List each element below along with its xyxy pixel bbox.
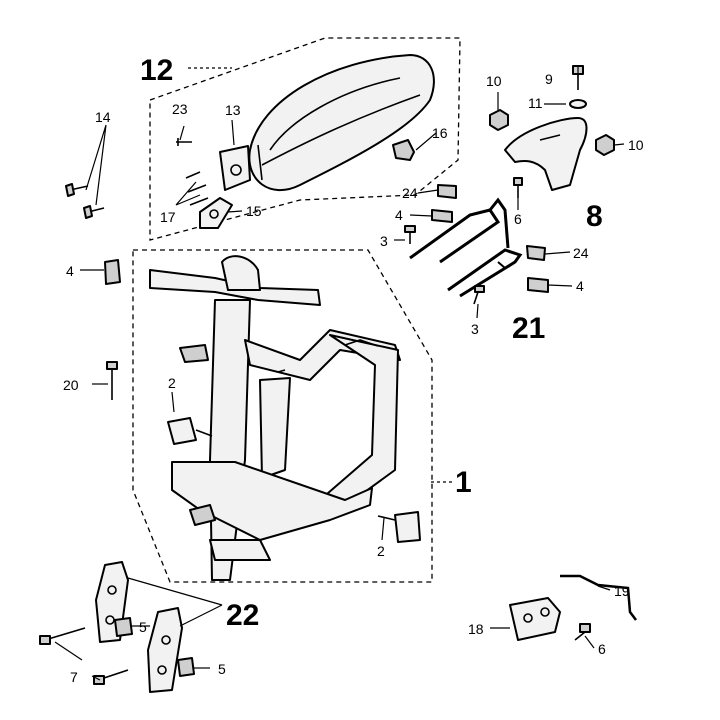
pin-20 — [106, 361, 118, 400]
callout-10-left: 10 — [486, 73, 502, 89]
callout-2-right: 2 — [377, 543, 385, 559]
bolt-6-top — [513, 177, 523, 198]
callout-5-bottom: 5 — [218, 661, 226, 677]
callout-24-top: 24 — [402, 185, 418, 201]
bushing-2-right — [377, 511, 421, 543]
callout-20: 20 — [63, 377, 79, 393]
callout-21: 21 — [512, 312, 545, 345]
frame-group-outline — [132, 249, 433, 583]
side-bolts-14 — [65, 183, 105, 219]
callout-3-left: 3 — [380, 233, 388, 249]
washer-11 — [569, 99, 587, 109]
callout-4-frame: 4 — [66, 263, 74, 279]
callout-4-rack-right: 4 — [576, 278, 584, 294]
callout-11: 11 — [528, 95, 543, 111]
callout-3-bottom: 3 — [471, 321, 479, 337]
mount-plates-part — [95, 561, 183, 693]
seat-bumper-part — [392, 139, 415, 161]
callout-2-left: 2 — [168, 375, 176, 391]
nuts-5 — [114, 617, 195, 677]
callout-9: 9 — [545, 71, 553, 87]
nut-10-right — [595, 134, 615, 156]
rear-bracket-part — [504, 117, 588, 191]
callout-17: 17 — [160, 209, 176, 225]
callout-22: 22 — [226, 599, 259, 632]
callout-19: 19 — [614, 583, 630, 599]
callout-6-top: 6 — [514, 211, 522, 227]
seat-part — [248, 54, 435, 191]
clips-4-rack — [431, 209, 549, 293]
clip-4-frame — [104, 259, 121, 285]
callout-24-right: 24 — [573, 245, 589, 261]
clips-24 — [437, 184, 546, 261]
callout-23: 23 — [172, 101, 188, 117]
callout-14: 14 — [95, 109, 111, 125]
seat-bracket-part — [199, 197, 233, 229]
callout-8: 8 — [586, 200, 603, 233]
callout-labels: 12 23 13 14 16 17 15 10 9 11 10 8 24 4 6… — [63, 54, 644, 685]
callout-4-rack-top: 4 — [395, 207, 403, 223]
callout-10-right: 10 — [628, 137, 644, 153]
callout-15: 15 — [246, 203, 262, 219]
callout-7: 7 — [70, 669, 78, 685]
spring-rod-19 — [560, 574, 637, 621]
main-frame-part — [149, 255, 401, 581]
callout-12: 12 — [140, 54, 173, 87]
seat-latch-part — [219, 145, 251, 191]
callout-5-top: 5 — [139, 619, 147, 635]
callout-1: 1 — [455, 466, 472, 499]
bolt-6-bottom — [574, 623, 591, 641]
luggage-rack-part — [409, 197, 523, 298]
callout-6-bottom: 6 — [598, 641, 606, 657]
seat-group-outline — [149, 37, 461, 241]
nut-10-left — [489, 109, 509, 131]
bushing-2-left — [167, 417, 213, 445]
screws-3 — [404, 225, 485, 305]
seat-bolts — [176, 138, 209, 206]
callout-18: 18 — [468, 621, 484, 637]
callout-16: 16 — [432, 125, 448, 141]
stand-bracket-part — [509, 597, 561, 641]
leader-lines — [54, 66, 625, 681]
callout-13: 13 — [225, 102, 241, 118]
